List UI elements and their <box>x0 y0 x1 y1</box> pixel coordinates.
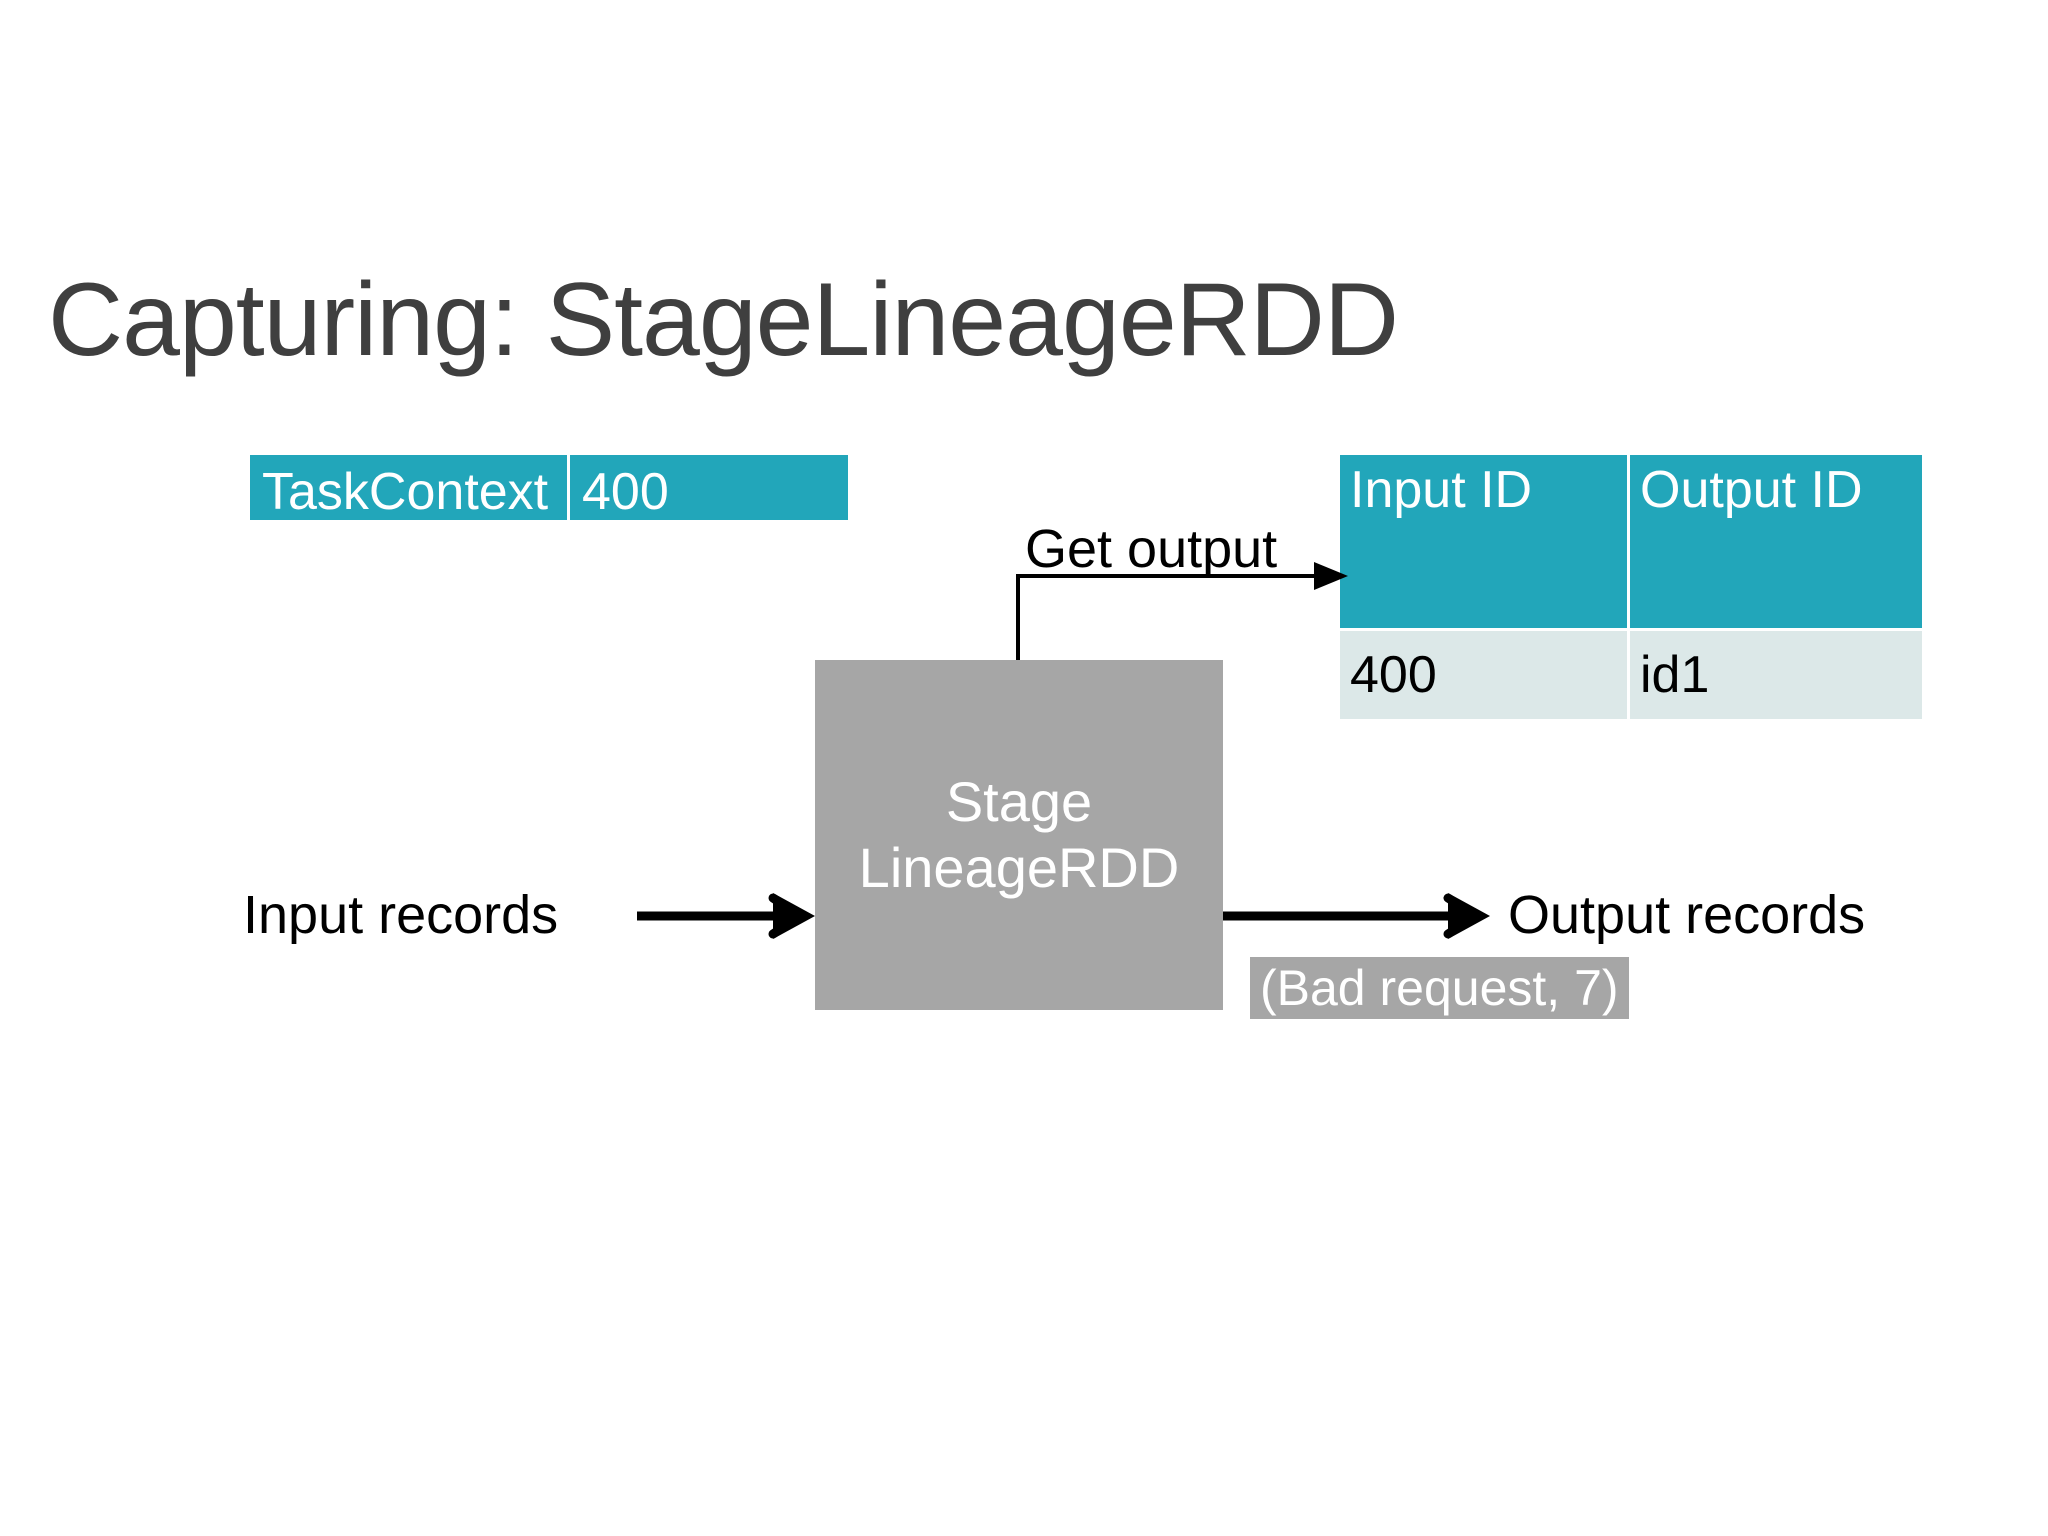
table-row: TaskContext 400 <box>250 455 848 521</box>
input-arrow <box>637 893 815 939</box>
cell-input-id-value: 400 <box>1340 631 1630 719</box>
output-records-label: Output records <box>1508 885 1866 945</box>
bad-request-annotation: (Bad request, 7) <box>1250 957 1629 1019</box>
table-header-row: Input ID Output ID <box>1340 455 1922 628</box>
output-arrow <box>1223 893 1490 939</box>
get-output-label: Get output <box>1025 519 1278 579</box>
input-records-label: Input records <box>243 885 559 945</box>
get-output-label-clip: Get output <box>0 500 1340 610</box>
column-header-input-id: Input ID <box>1340 455 1630 628</box>
task-context-value-cell: 400 <box>570 455 848 521</box>
stage-lineage-rdd-node: Stage LineageRDD <box>815 660 1223 1010</box>
cell-output-id-value: id1 <box>1630 631 1922 719</box>
page-title: Capturing: StageLineageRDD <box>48 262 1399 378</box>
input-output-id-table: Input ID Output ID 400 id1 <box>1340 455 1922 719</box>
task-context-key-cell: TaskContext <box>250 455 570 521</box>
table-row: 400 id1 <box>1340 631 1922 719</box>
column-header-output-id: Output ID <box>1630 455 1922 628</box>
task-context-table: TaskContext 400 <box>250 455 848 621</box>
